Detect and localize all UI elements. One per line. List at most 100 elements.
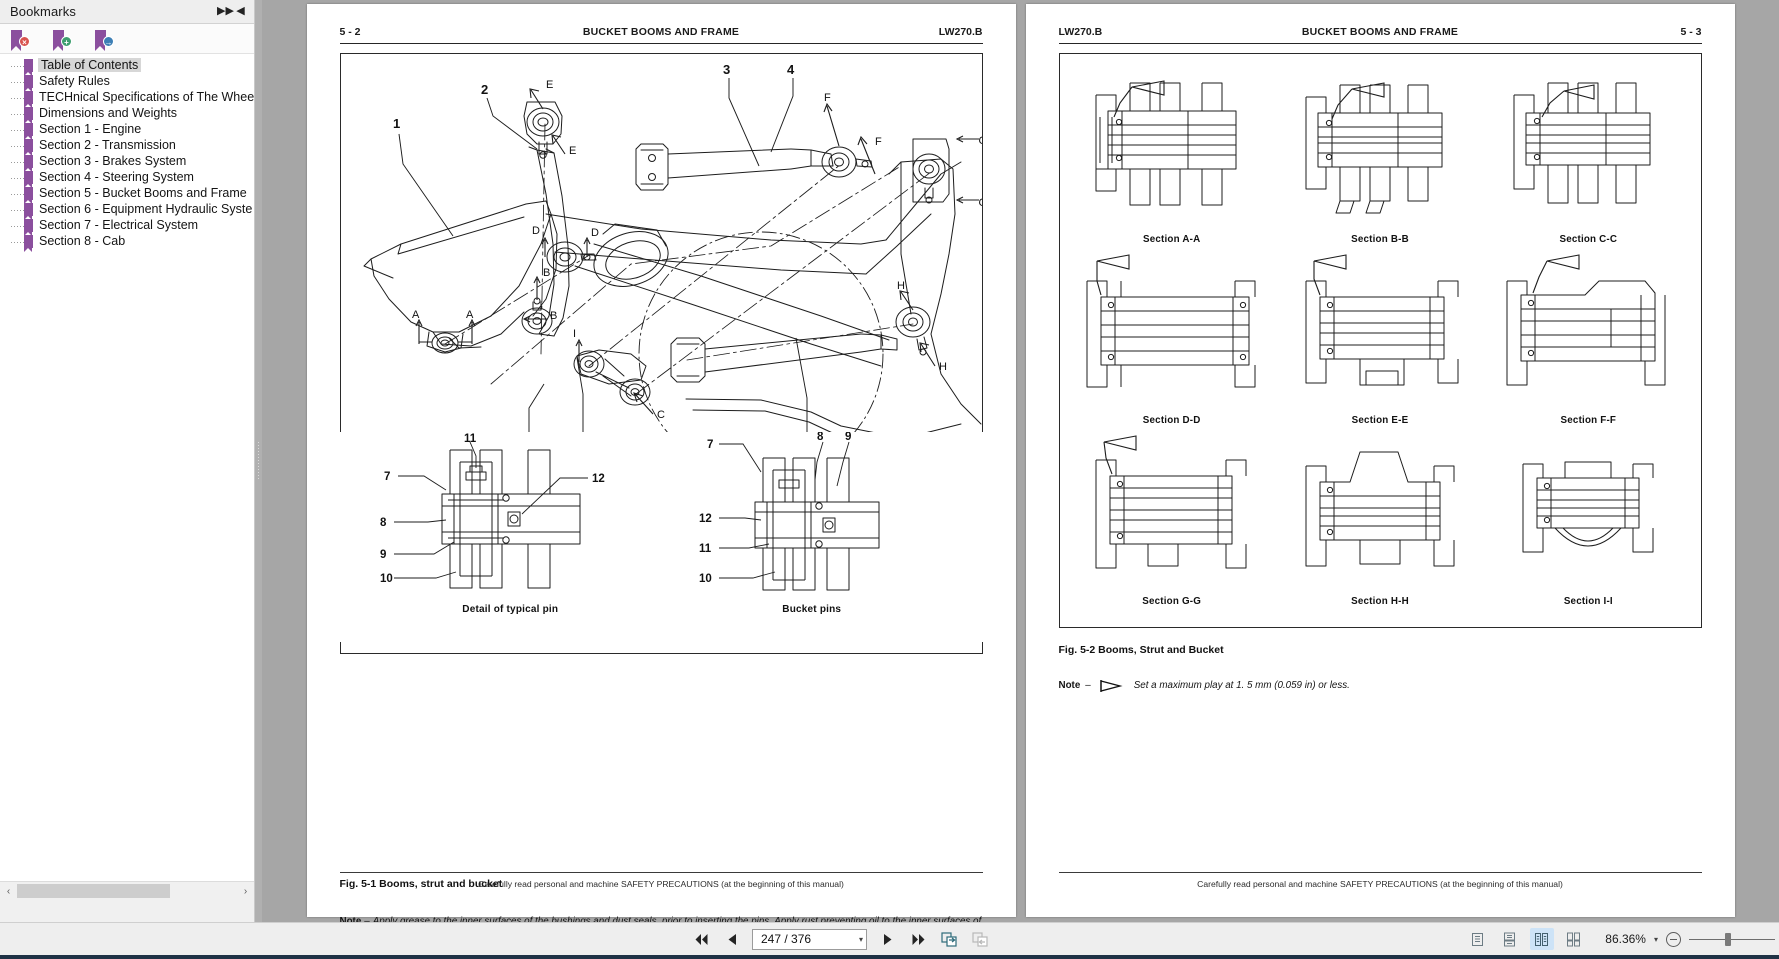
delete-badge-icon: × (19, 35, 30, 47)
bookmark-item-section-8-cab[interactable]: Section 8 - Cab (0, 233, 254, 252)
model-label: LW270.B (1058, 26, 1103, 38)
note-label: Note (339, 916, 362, 922)
callout-12: 12 (592, 473, 605, 485)
zoom-slider[interactable] (1689, 932, 1775, 947)
scroll-right-icon[interactable]: › (243, 885, 248, 897)
bookmark-item-section-5-bucket-booms-and-frame[interactable]: Section 5 - Bucket Booms and Frame (0, 185, 254, 204)
expand-panel-button[interactable]: ▶▶ (217, 5, 234, 17)
sidebar-bottom-filler (0, 900, 254, 922)
scrollbar-track[interactable] (17, 881, 237, 901)
section-a-a-art (1086, 68, 1258, 228)
page-title: BUCKET BOOMS AND FRAME (1301, 26, 1459, 38)
arrow-flag-icon (1100, 680, 1123, 692)
section-mark-E: E (546, 79, 553, 91)
bookmark-item-section-6-equipment-hydraulic-system[interactable]: Section 6 - Equipment Hydraulic Syste (0, 201, 254, 220)
last-page-button[interactable] (907, 928, 929, 950)
section-label: Section A-A (1142, 234, 1201, 245)
tree-line-icon (10, 105, 24, 121)
detail-typical-pin-cell: 7 8 9 10 11 12 Detail of typical pin (360, 432, 662, 615)
page-title: BUCKET BOOMS AND FRAME (582, 26, 740, 38)
section-cell-c-c: Section C-C (1484, 68, 1692, 245)
scrollbar-thumb[interactable] (17, 883, 170, 898)
bookmark-icon (24, 122, 33, 140)
bookmark-item-technical-specifications[interactable]: TECHnical Specifications of The Whee (0, 89, 254, 108)
bucket-pins-cell: 7 8 9 12 11 10 Bucket pins (661, 432, 963, 615)
add-bookmark-button[interactable]: + (50, 28, 72, 51)
note-dash: – (364, 916, 370, 922)
continuous-scroll-view-button[interactable] (1498, 928, 1522, 950)
section-g-g-art (1082, 430, 1262, 590)
callout-10: 10 (380, 573, 393, 585)
zoom-level-value[interactable]: 86.36% (1605, 932, 1646, 946)
bookmark-label: Dimensions and Weights (39, 106, 178, 120)
collapse-panel-button[interactable]: ◀ (236, 5, 245, 17)
page-footer-right: Carefully read personal and machine SAFE… (1058, 872, 1702, 889)
tree-line-icon (10, 57, 24, 73)
section-i-i-art (1503, 430, 1673, 590)
figure-5-2-frame: Section A-A (1058, 53, 1702, 628)
bookmarks-list[interactable]: Table of Contents Safety Rules TECHnical… (0, 54, 254, 881)
bookmark-label: Safety Rules (39, 74, 110, 88)
bookmark-icon (24, 202, 33, 220)
bookmark-item-safety-rules[interactable]: Safety Rules (0, 73, 254, 92)
panel-splitter[interactable] (255, 0, 262, 922)
section-label: Section F-F (1560, 415, 1617, 426)
bookmark-item-section-3-brakes-system[interactable]: Section 3 - Brakes System (0, 153, 254, 172)
zoom-chevron-down-icon[interactable]: ▾ (1653, 934, 1658, 944)
section-b-b-art (1294, 68, 1466, 228)
tree-line-icon (10, 137, 24, 153)
bookmark-label: Section 1 - Engine (39, 122, 142, 136)
previous-view-button[interactable] (938, 928, 960, 950)
bookmarks-horizontal-scrollbar[interactable]: ‹ › (0, 881, 254, 901)
bookmark-label: Section 6 - Equipment Hydraulic Syste (39, 202, 253, 216)
next-page-button[interactable] (876, 928, 898, 950)
section-cell-i-i: Section I-I (1484, 430, 1692, 607)
bookmark-item-section-2-transmission[interactable]: Section 2 - Transmission (0, 137, 254, 156)
bookmark-icon (24, 74, 33, 92)
bookmark-item-section-7-electrical-system[interactable]: Section 7 - Electrical System (0, 217, 254, 236)
bucket-pins-drawing: 7 8 9 12 11 10 (699, 432, 880, 591)
chevron-down-icon[interactable]: ▾ (858, 934, 863, 944)
scroll-left-icon[interactable]: ‹ (6, 885, 11, 897)
note-block-left: Note–Apply grease to the inner surfaces … (340, 915, 983, 922)
first-page-button[interactable] (690, 928, 712, 950)
page-number-input[interactable]: 247 / 376 ▾ (752, 928, 867, 950)
figure-5-1-drawing: G G E E D D B B A A C F (363, 62, 982, 605)
delete-bookmark-button[interactable]: × (8, 28, 30, 51)
section-mark-G2: G (978, 197, 982, 209)
view-and-zoom-group: 86.36% ▾ (1466, 928, 1779, 950)
section-mark-B: B (543, 267, 550, 279)
zoom-slider-knob[interactable] (1725, 932, 1731, 946)
section-mark-G: G (978, 135, 982, 147)
section-label: Section D-D (1142, 415, 1201, 426)
goto-bookmark-button[interactable]: → (92, 28, 114, 51)
bookmark-ribbon-icon (95, 29, 106, 51)
bookmark-icon (24, 186, 33, 204)
bookmark-item-dimensions-and-weights[interactable]: Dimensions and Weights (0, 105, 254, 124)
bookmarks-sidebar: Bookmarks ▶▶ ◀ × + → (0, 0, 255, 922)
model-label: LW270.B (938, 26, 983, 38)
tree-line-icon (10, 89, 24, 105)
callout-10: 10 (699, 573, 712, 585)
section-label: Section B-B (1351, 234, 1409, 245)
zoom-out-button[interactable] (1666, 931, 1681, 947)
callout-7: 7 (707, 439, 713, 451)
previous-page-button[interactable] (721, 928, 743, 950)
bookmark-label: Section 5 - Bucket Booms and Frame (39, 186, 247, 200)
page-number-value[interactable]: 247 / 376 (761, 932, 812, 946)
next-view-button[interactable] (969, 928, 991, 950)
main-content-row: Bookmarks ▶▶ ◀ × + → (0, 0, 1779, 922)
minus-icon (1670, 938, 1677, 940)
callout-8: 8 (380, 517, 387, 529)
document-viewport[interactable]: 5 - 2 BUCKET BOOMS AND FRAME LW270.B (262, 0, 1779, 922)
page-right: LW270.B BUCKET BOOMS AND FRAME 5 - 3 (1025, 4, 1735, 917)
bookmark-item-section-1-engine[interactable]: Section 1 - Engine (0, 121, 254, 140)
two-page-continuous-view-button[interactable] (1562, 928, 1586, 950)
callout-7: 7 (384, 471, 390, 483)
tree-line-icon (10, 185, 24, 201)
two-page-view-button[interactable] (1529, 928, 1554, 950)
bookmark-item-table-of-contents[interactable]: Table of Contents (0, 57, 254, 76)
bookmark-item-section-4-steering-system[interactable]: Section 4 - Steering System (0, 169, 254, 188)
single-page-view-button[interactable] (1466, 928, 1490, 950)
